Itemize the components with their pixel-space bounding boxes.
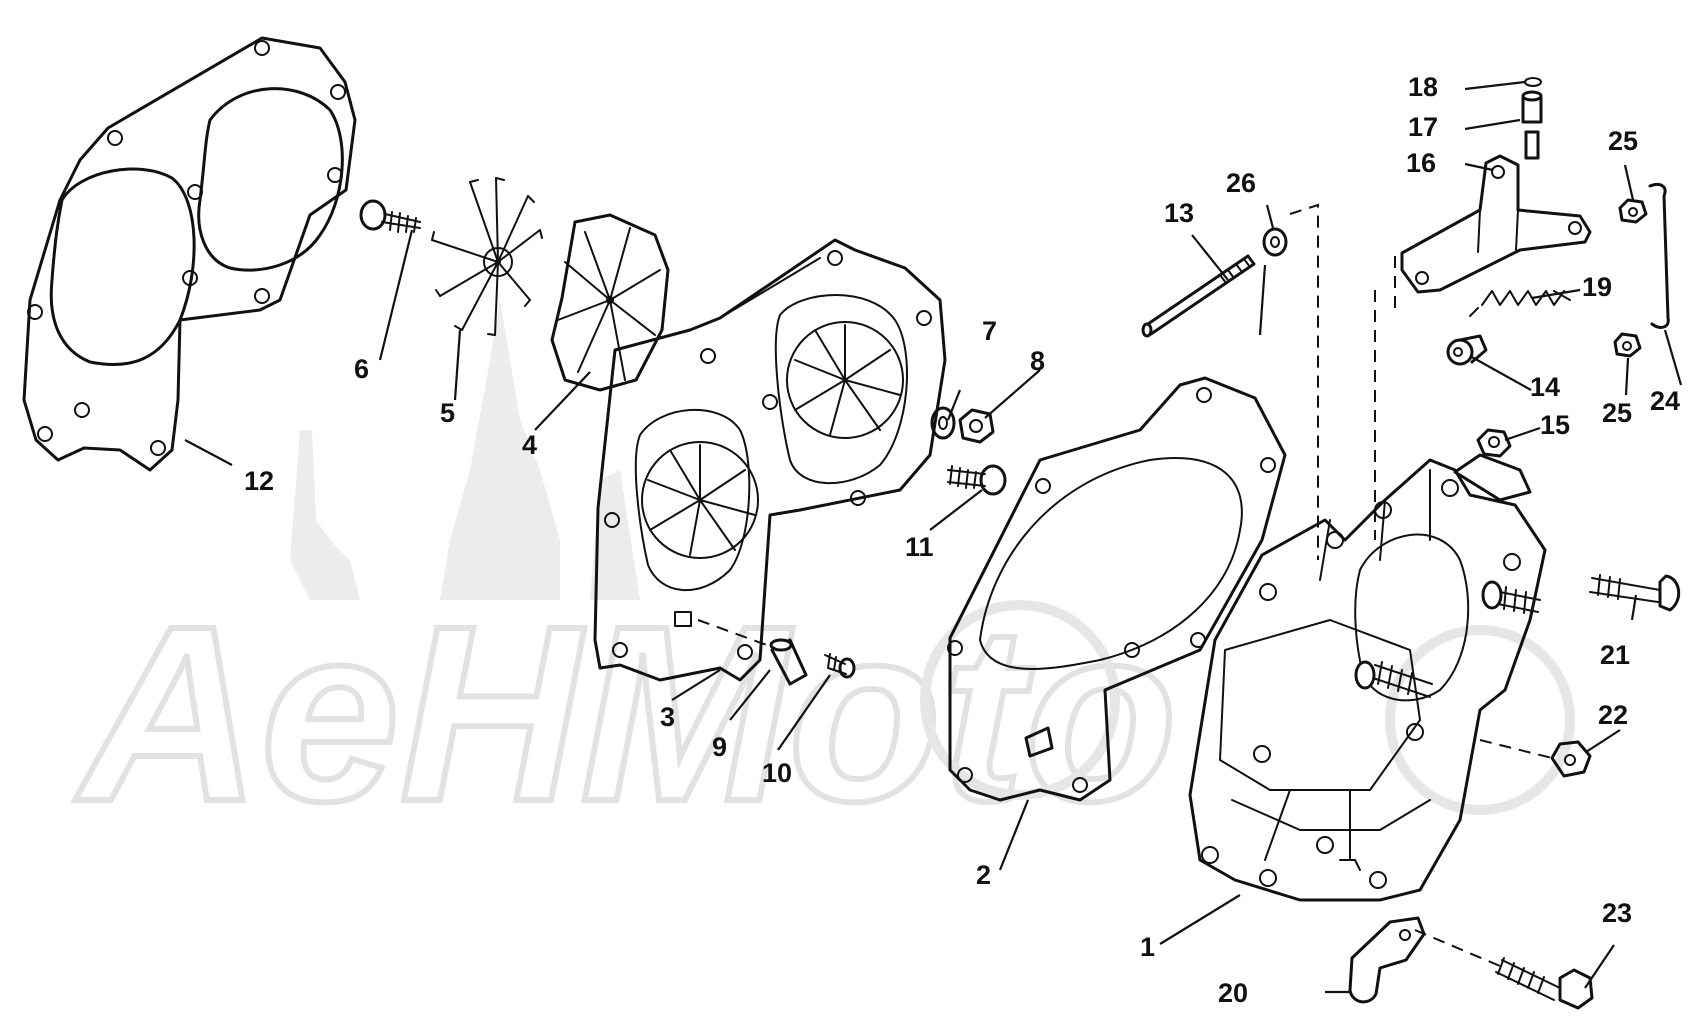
- part-12-gasket: [22, 36, 357, 472]
- callout-25-bottom: 25: [1602, 398, 1632, 428]
- part-20-clamp: [1348, 916, 1426, 1004]
- watermark-text: AeHMoto: [74, 574, 1177, 853]
- part-3-valve-plate: [593, 238, 947, 682]
- part-25-nut-bottom: [1613, 332, 1642, 358]
- callout-19: 19: [1582, 272, 1612, 302]
- callout-9: 9: [712, 732, 727, 762]
- assembly-lines: [697, 203, 1553, 967]
- part-17-bushing: [1521, 90, 1543, 160]
- callout-18: 18: [1408, 72, 1438, 102]
- callout-3: 3: [660, 702, 675, 732]
- callout-17: 17: [1408, 112, 1438, 142]
- callout-5: 5: [440, 398, 455, 428]
- part-25-nut-top: [1618, 198, 1648, 224]
- part-16-lever: [1400, 154, 1592, 294]
- watermark: AeHMoto: [71, 300, 1575, 856]
- part-11-screw: [947, 464, 1007, 496]
- part-23-bolt: [1495, 957, 1594, 1010]
- part-18-clip: [1524, 77, 1542, 87]
- callout-numbers: 1 2 3 4 5 6 7 8 9 10 11 12 13 14 15 16 1…: [244, 72, 1680, 1008]
- part-10-screw: [824, 653, 856, 679]
- part-6-screw: [359, 199, 421, 233]
- callout-8: 8: [1030, 346, 1045, 376]
- callout-26: 26: [1226, 168, 1256, 198]
- part-15-nut: [1476, 428, 1512, 458]
- callout-1: 1: [1140, 932, 1155, 962]
- part-21-bolt: [1589, 574, 1681, 612]
- part-5-star-valve: [431, 177, 543, 336]
- part-2-gasket: [947, 376, 1287, 802]
- callout-12: 12: [244, 466, 274, 496]
- callout-13: 13: [1164, 198, 1194, 228]
- part-13-stud: [1141, 254, 1256, 338]
- part-19-spring: [1469, 290, 1571, 317]
- part-9-pin: [769, 638, 808, 686]
- leader-lines: [184, 80, 1683, 994]
- callout-7: 7: [982, 316, 997, 346]
- callout-21: 21: [1600, 640, 1630, 670]
- part-14-bushing: [1446, 334, 1488, 366]
- part-1-pump-body: [1188, 453, 1547, 902]
- part-4-diaphragm: [550, 213, 670, 392]
- part-8-nut: [958, 408, 995, 444]
- callout-15: 15: [1540, 410, 1570, 440]
- callout-6: 6: [354, 354, 369, 384]
- callout-24: 24: [1650, 386, 1680, 416]
- callout-23: 23: [1602, 898, 1632, 928]
- part-22-nut: [1550, 740, 1592, 778]
- callout-14: 14: [1530, 372, 1560, 402]
- callout-16: 16: [1406, 148, 1436, 178]
- callout-11: 11: [905, 532, 934, 562]
- part-26-washer: [1262, 227, 1288, 257]
- callout-4: 4: [522, 430, 537, 460]
- callout-2: 2: [976, 860, 991, 890]
- callout-22: 22: [1598, 700, 1628, 730]
- callout-25-top: 25: [1608, 126, 1638, 156]
- part-7-washer: [930, 406, 956, 440]
- part-24-link-rod: [1648, 182, 1670, 329]
- callout-20: 20: [1218, 978, 1248, 1008]
- callout-10: 10: [762, 758, 792, 788]
